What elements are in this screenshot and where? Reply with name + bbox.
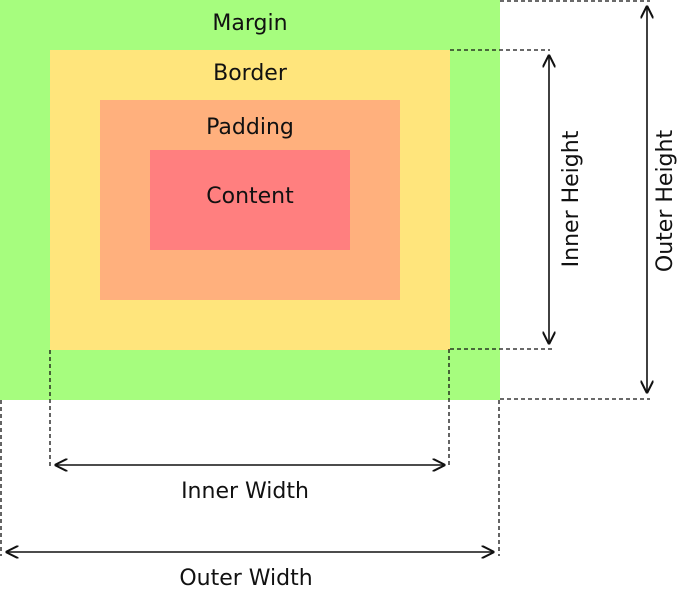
content-label: Content (206, 184, 294, 209)
outer-height-label: Outer Height (653, 130, 678, 273)
inner-width-label: Inner Width (181, 479, 309, 504)
border-label: Border (213, 61, 287, 86)
padding-label: Padding (206, 115, 294, 140)
margin-label: Margin (212, 11, 288, 36)
outer-width-label: Outer Width (179, 566, 312, 591)
content-box: Content (150, 150, 350, 250)
inner-height-label: Inner Height (559, 130, 584, 267)
